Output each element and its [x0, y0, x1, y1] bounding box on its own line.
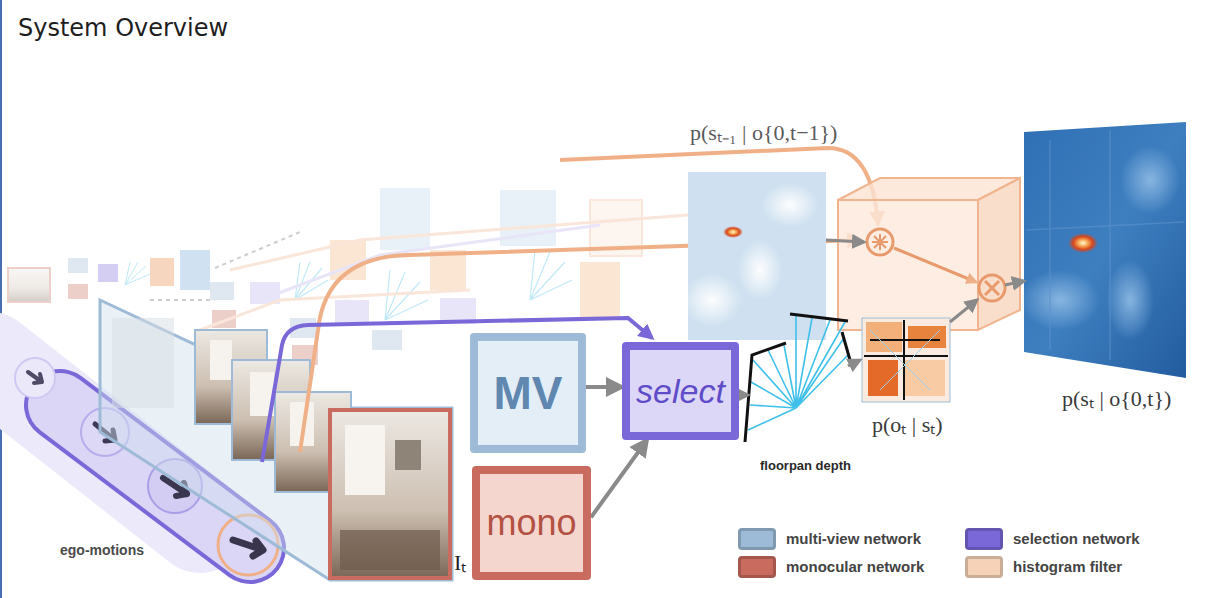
floorplan-depth-fan — [745, 314, 850, 442]
posterior-belief-map-part — [1020, 270, 1100, 330]
image-stack-part — [340, 530, 440, 570]
posterior-belief-map — [1020, 122, 1186, 378]
prior-belief-label: p(sₜ₋₁ | o{0,t−1}) — [690, 116, 837, 146]
legend-swatch — [738, 528, 776, 550]
floorplan-depth-fan-part — [842, 332, 850, 360]
likelihood-map-part — [866, 322, 902, 352]
histogram-filter-box-part — [985, 281, 999, 295]
previous-steps-part — [98, 264, 118, 282]
likelihood-map-part — [870, 330, 940, 390]
previous-steps-part — [530, 250, 572, 300]
previous-steps-part — [380, 188, 430, 250]
image-stack-part — [210, 340, 232, 380]
histogram-filter-box-part — [867, 229, 893, 255]
ego-motion-band-part — [28, 372, 42, 383]
legend-text: selection network — [1013, 530, 1140, 547]
edge-rule — [0, 0, 2, 598]
flow-connector — [586, 385, 622, 389]
legend-text: multi-view network — [786, 530, 921, 547]
node-label: MV — [494, 366, 563, 420]
likelihood-map-part — [905, 360, 945, 396]
ego-motion-band-part — [233, 540, 263, 556]
ego-motion-band-part — [15, 358, 55, 398]
previous-steps-part — [260, 225, 600, 300]
likelihood-map-part — [908, 326, 946, 348]
histogram-filter-box-part — [978, 178, 1020, 330]
histogram-filter-box-part — [979, 275, 1005, 301]
previous-steps-part — [8, 268, 50, 302]
prior-belief-map-part — [682, 274, 742, 326]
prior-belief-map-part — [738, 240, 782, 300]
histogram-filter-box — [838, 178, 1020, 330]
previous-steps-part — [180, 250, 210, 290]
image-stack-part — [330, 410, 450, 578]
histogram-filter-box-part — [872, 234, 888, 250]
legend-text: monocular network — [786, 558, 924, 575]
previous-steps-part — [68, 284, 88, 299]
flow-arrows-part — [738, 394, 748, 397]
image-flow-line — [300, 240, 860, 452]
image-stack-part — [345, 425, 385, 495]
likelihood-map — [862, 318, 950, 402]
previous-steps-part — [68, 258, 88, 273]
node-label: select — [636, 372, 725, 411]
flow-arrows-part — [1005, 281, 1024, 285]
posterior-belief-map-part — [1120, 146, 1180, 214]
posterior-belief-map-part — [1068, 233, 1098, 253]
monocular-network-box: mono — [472, 466, 591, 580]
current-image-label: Iₜ — [454, 546, 466, 576]
histogram-filter-box-part — [838, 200, 978, 330]
likelihood-label: p(oₜ | sₜ) — [872, 408, 943, 438]
legend-text: histogram filter — [1013, 558, 1122, 575]
likelihood-map-part — [862, 318, 950, 402]
prior-belief-map-part — [723, 226, 743, 238]
image-stack-part — [112, 318, 174, 408]
floorplan-depth-fan-part — [790, 314, 848, 321]
image-stack-part — [395, 440, 421, 470]
previous-steps-part — [335, 300, 369, 324]
posterior-belief-map-part — [1106, 260, 1154, 340]
legend-swatch — [965, 556, 1003, 578]
previous-steps-part — [125, 262, 150, 285]
likelihood-map-part — [864, 320, 948, 400]
node-label: mono — [486, 502, 576, 544]
flow-arrows-part — [848, 360, 860, 366]
posterior-belief-label: p(sₜ | o{0,t}) — [1062, 382, 1171, 412]
ego-motion-flow-line — [262, 318, 652, 462]
previous-steps-part — [150, 299, 215, 301]
multi-view-network-box: MV — [470, 333, 586, 453]
flow-arrows-part — [826, 240, 864, 242]
prior-belief-map-part — [762, 183, 818, 227]
previous-steps-part — [580, 262, 620, 318]
previous-steps-part — [150, 258, 174, 286]
selection-network-box: select — [622, 342, 739, 440]
floorplan-depth-fan-part — [748, 316, 848, 430]
image-stack — [100, 300, 452, 580]
posterior-belief-map-part — [1026, 130, 1184, 360]
histogram-filter-box-part — [894, 248, 976, 282]
previous-steps-part — [372, 330, 402, 350]
ego-motions-label: ego-motions — [60, 542, 144, 558]
floorplan-depth-fan-part — [745, 343, 786, 442]
flow-arrows — [738, 240, 1024, 395]
image-stack-part — [100, 300, 452, 580]
diagram-title: System Overview — [18, 14, 228, 42]
likelihood-map-part — [868, 360, 898, 396]
floorplan-depth-label: floorpan depth — [760, 458, 851, 473]
legend-swatch — [738, 556, 776, 578]
posterior-belief-map-part — [1024, 122, 1186, 378]
previous-steps-part — [210, 282, 234, 300]
flow-arrows-part — [950, 300, 977, 322]
legend-swatch — [965, 528, 1003, 550]
flow-connector — [591, 440, 647, 517]
